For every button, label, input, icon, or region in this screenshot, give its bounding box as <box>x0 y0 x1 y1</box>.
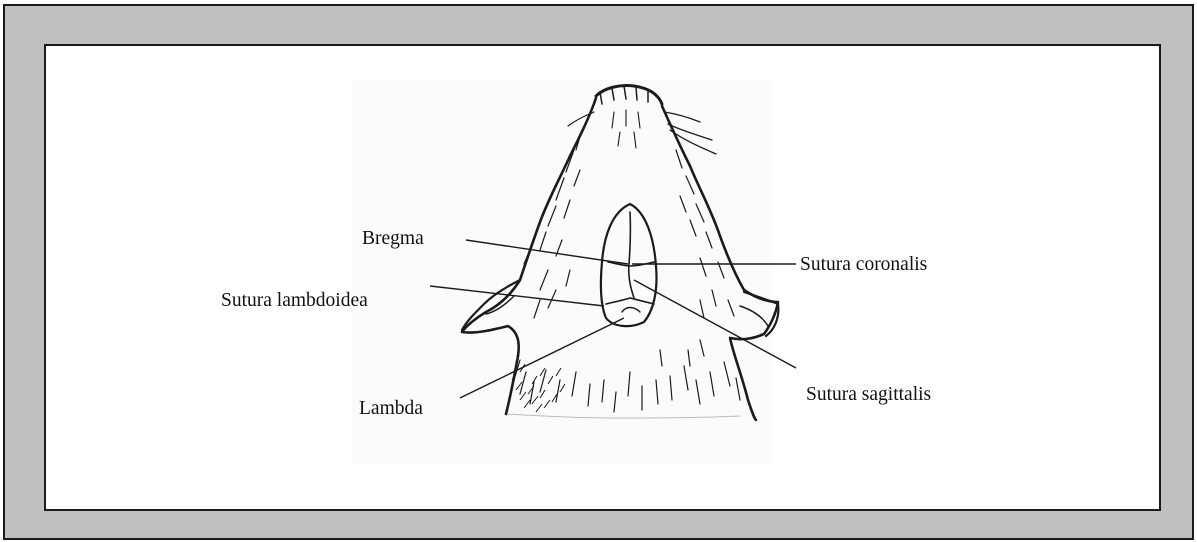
label-bregma: Bregma <box>362 229 424 249</box>
label-lambda: Lambda <box>359 399 423 419</box>
label-sutura-coronalis: Sutura coronalis <box>800 255 927 275</box>
label-sutura-lambdoidea: Sutura lambdoidea <box>221 291 368 311</box>
label-sutura-sagittalis: Sutura sagittalis <box>806 385 931 405</box>
